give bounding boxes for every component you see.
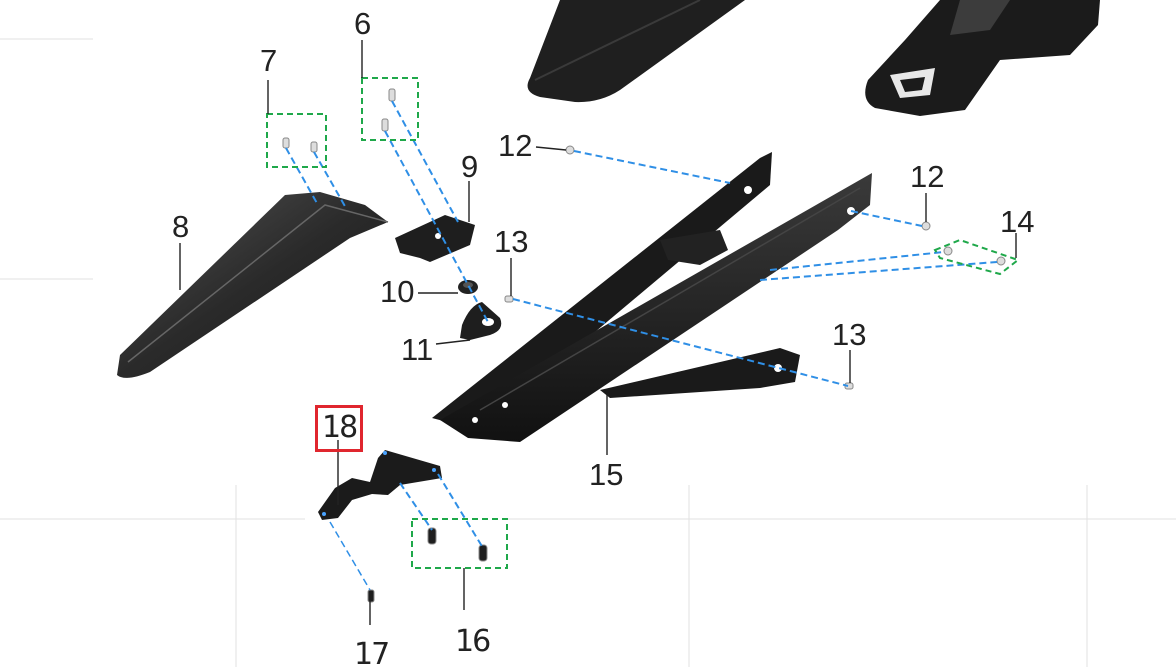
group-box-7 xyxy=(266,113,327,168)
group-box-14 xyxy=(933,238,1021,276)
assembly-lines xyxy=(285,100,998,591)
part-8-rear-fender xyxy=(117,192,389,378)
screw-6b xyxy=(381,118,389,132)
callout-13-left: 13 xyxy=(494,224,529,259)
callout-9: 9 xyxy=(461,149,479,184)
highlight-box-18 xyxy=(315,405,363,452)
callout-16: 16 xyxy=(455,624,491,659)
part-11-clip xyxy=(460,302,502,340)
callout-12-left: 12 xyxy=(498,128,533,163)
group-box-16 xyxy=(411,518,508,569)
upper-mount-part xyxy=(865,0,1100,116)
background-grid xyxy=(0,38,1176,667)
screw-7a xyxy=(282,137,290,149)
callout-13-right: 13 xyxy=(832,317,867,352)
callout-12-right: 12 xyxy=(910,159,945,194)
callout-6: 6 xyxy=(354,6,372,41)
part-18-bracket xyxy=(318,450,442,520)
callout-17: 17 xyxy=(354,637,390,672)
callout-14: 14 xyxy=(1000,204,1035,239)
callout-7: 7 xyxy=(260,43,278,78)
callout-18[interactable]: 18 xyxy=(322,410,358,445)
screw-7b xyxy=(310,141,318,153)
screw-6a xyxy=(388,88,396,102)
group-box-6 xyxy=(361,77,419,141)
callout-8: 8 xyxy=(172,209,190,244)
upper-fender-part xyxy=(527,0,745,103)
callout-11: 11 xyxy=(401,332,434,367)
callout-10: 10 xyxy=(380,274,415,309)
part-15-frame xyxy=(432,152,872,442)
callout-15: 15 xyxy=(589,457,624,492)
part-9-plate-bracket xyxy=(395,215,475,262)
group-boxes xyxy=(266,77,1021,569)
